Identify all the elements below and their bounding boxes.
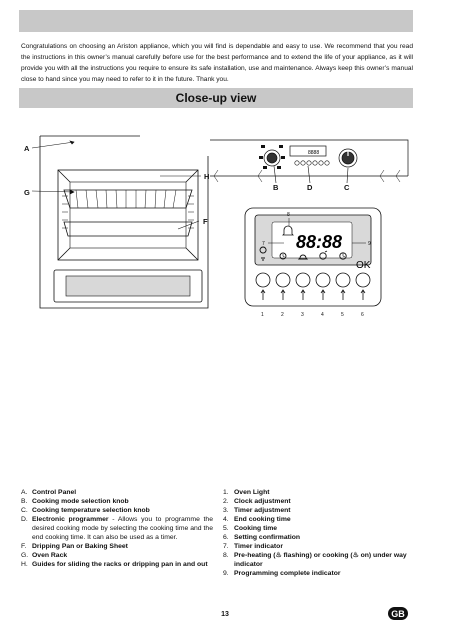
list-item: D.Electronic programmer - Allows you to …: [21, 516, 213, 541]
list-item: 9.Programming complete indicator: [223, 570, 341, 577]
list-item: 6.Setting confirmation: [223, 534, 301, 541]
label-h: H: [204, 172, 209, 181]
indicator-label-8: 8: [287, 212, 290, 218]
programmer-closeup: [244, 207, 382, 307]
list-item: 5.Cooking time: [223, 525, 278, 532]
page-number: 13: [221, 611, 229, 618]
pointer-label-3: 3: [301, 312, 304, 318]
programmer-display-time: 88:88: [296, 232, 342, 252]
list-item: 1.Oven Light: [223, 489, 270, 496]
label-c: C: [344, 183, 350, 192]
pointer-label-1: 1: [261, 312, 264, 318]
label-d: D: [307, 183, 313, 192]
indicator-label-9: 9: [368, 241, 371, 247]
list-item: H.Guides for sliding the racks or drippi…: [21, 561, 208, 568]
pointer-label-2: 2: [281, 312, 284, 318]
list-item: C.Cooking temperature selection knob: [21, 507, 150, 514]
callout-lines: [31, 140, 349, 230]
programmer-legend-list: 1.Oven Light 2.Clock adjustment 3.Timer …: [223, 488, 419, 578]
language-badge: GB: [388, 607, 408, 620]
label-b: B: [273, 183, 279, 192]
pointer-label-6: 6: [361, 312, 364, 318]
list-item: 4.End cooking time: [223, 516, 291, 523]
list-item: A.Control Panel: [21, 489, 77, 496]
pointer-label-4: 4: [321, 312, 324, 318]
ok-button-label: OK: [356, 260, 371, 271]
label-a: A: [24, 144, 30, 153]
header-bar: [19, 10, 413, 32]
list-item: G.Oven Rack: [21, 552, 68, 559]
indicator-label-7: 7: [262, 241, 265, 247]
panel-display-text: 8888: [308, 150, 319, 156]
list-item: B.Cooking mode selection knob: [21, 498, 129, 505]
pointer-label-5: 5: [341, 312, 344, 318]
list-item: 2.Clock adjustment: [223, 498, 291, 505]
section-bar: Close-up view: [19, 88, 413, 108]
label-f: F: [203, 217, 208, 226]
list-item: F.Dripping Pan or Baking Sheet: [21, 543, 128, 550]
components-list: A.Control Panel B.Cooking mode selection…: [21, 488, 213, 569]
list-item: 8.Pre-heating (♨ flashing) or cooking (♨…: [223, 552, 407, 568]
list-item: 3.Timer adjustment: [223, 507, 291, 514]
intro-paragraph: Congratulations on choosing an Ariston a…: [21, 43, 413, 83]
section-title: Close-up view: [175, 91, 257, 105]
oven-illustration: [39, 135, 209, 309]
list-item: 7.Timer indicator: [223, 543, 283, 550]
label-g: G: [24, 188, 30, 197]
programmer-button-icons: [259, 246, 347, 261]
